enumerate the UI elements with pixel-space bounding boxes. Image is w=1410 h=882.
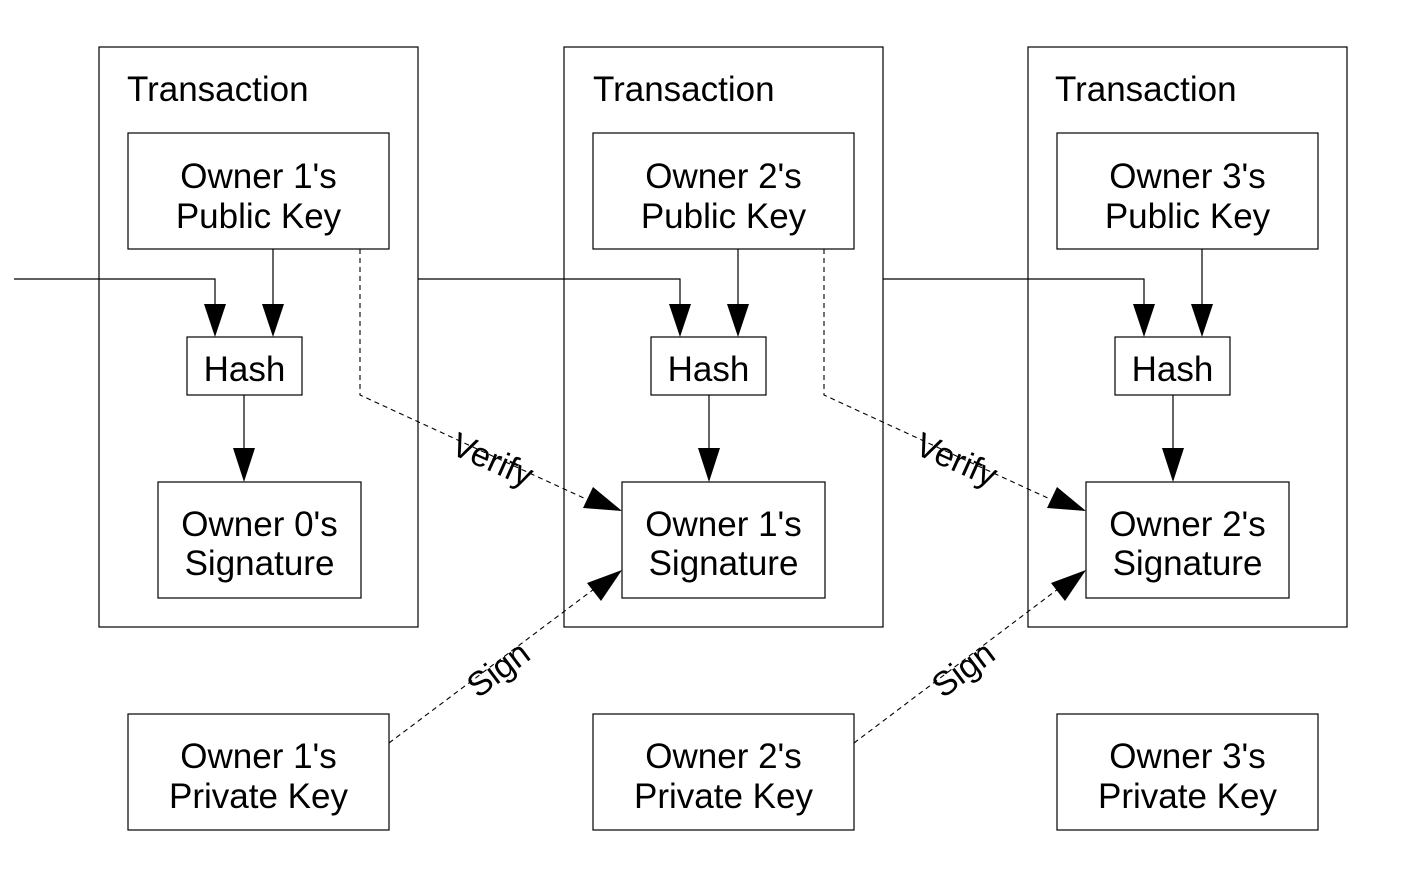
verify-label: Verify xyxy=(910,426,1003,495)
public-key-box xyxy=(592,132,855,250)
transaction-frame xyxy=(563,46,884,628)
private-key-owner: Owner 1's xyxy=(180,737,336,776)
signature-owner: Owner 0's xyxy=(181,505,337,544)
private-key-owner: Owner 2's xyxy=(645,737,801,776)
arrowhead xyxy=(1047,487,1086,511)
public-key-label: Public Key xyxy=(176,197,342,236)
hash-label: Hash xyxy=(668,350,750,389)
sign-edge-2: Sign xyxy=(853,570,1086,744)
transaction-2: Transaction Owner 2's Public Key Hash Ow… xyxy=(418,46,884,628)
sign-label: Sign xyxy=(460,634,537,705)
transaction-title: Transaction xyxy=(127,70,309,109)
verify-edge-1: Verify xyxy=(359,249,622,511)
arrowhead xyxy=(204,304,226,337)
arrowhead xyxy=(587,570,622,601)
sign-label: Sign xyxy=(925,634,1002,705)
public-key-owner: Owner 3's xyxy=(1109,157,1265,196)
transaction-3: Transaction Owner 3's Public Key Hash Ow… xyxy=(883,46,1348,628)
hash-label: Hash xyxy=(1132,350,1214,389)
transaction-title: Transaction xyxy=(1055,70,1237,109)
public-key-box xyxy=(127,132,390,250)
arrowhead xyxy=(1133,304,1155,337)
transaction-title: Transaction xyxy=(593,70,775,109)
private-key-label: Private Key xyxy=(1098,777,1277,816)
hash-box xyxy=(186,336,303,396)
arrowhead xyxy=(233,448,255,482)
signature-box xyxy=(1085,481,1290,599)
arrowhead xyxy=(1162,448,1184,482)
public-key-owner: Owner 2's xyxy=(645,157,801,196)
signature-label: Signature xyxy=(1113,544,1263,583)
chain-connector xyxy=(883,278,1145,305)
verify-edge-2: Verify xyxy=(823,249,1086,511)
arrowhead xyxy=(1051,570,1086,601)
arrowhead xyxy=(669,304,691,337)
public-key-label: Public Key xyxy=(1105,197,1271,236)
arrowhead xyxy=(727,304,749,337)
private-key-label: Private Key xyxy=(634,777,813,816)
transaction-frame xyxy=(1027,46,1348,628)
arrowhead xyxy=(1191,304,1213,337)
transaction-1: Transaction Owner 1's Public Key Hash Ow… xyxy=(14,46,419,628)
hash-box xyxy=(1114,336,1231,396)
private-key-box xyxy=(127,713,390,831)
private-key-1: Owner 1's Private Key xyxy=(127,713,390,831)
signature-owner: Owner 1's xyxy=(645,505,801,544)
public-key-box xyxy=(1056,132,1319,250)
sign-connector xyxy=(388,588,595,744)
private-key-box xyxy=(1056,713,1319,831)
verify-connector xyxy=(823,249,1053,501)
public-key-label: Public Key xyxy=(641,197,807,236)
signature-label: Signature xyxy=(649,544,799,583)
sign-edge-1: Sign xyxy=(388,570,622,744)
verify-connector xyxy=(359,249,589,501)
private-key-3: Owner 3's Private Key xyxy=(1056,713,1319,831)
signature-label: Signature xyxy=(185,544,335,583)
verify-label: Verify xyxy=(446,426,539,495)
chain-connector xyxy=(418,278,681,305)
hash-label: Hash xyxy=(204,350,286,389)
arrowhead xyxy=(262,304,284,337)
signature-box xyxy=(157,481,362,599)
sign-connector xyxy=(853,588,1059,744)
transaction-frame xyxy=(98,46,419,628)
public-key-owner: Owner 1's xyxy=(180,157,336,196)
signature-owner: Owner 2's xyxy=(1109,505,1265,544)
private-key-owner: Owner 3's xyxy=(1109,737,1265,776)
chain-connector xyxy=(14,278,216,305)
arrowhead xyxy=(698,448,720,482)
arrowhead xyxy=(583,487,622,511)
signature-box xyxy=(621,481,826,599)
private-key-box xyxy=(592,713,855,831)
private-key-label: Private Key xyxy=(169,777,348,816)
private-key-2: Owner 2's Private Key xyxy=(592,713,855,831)
